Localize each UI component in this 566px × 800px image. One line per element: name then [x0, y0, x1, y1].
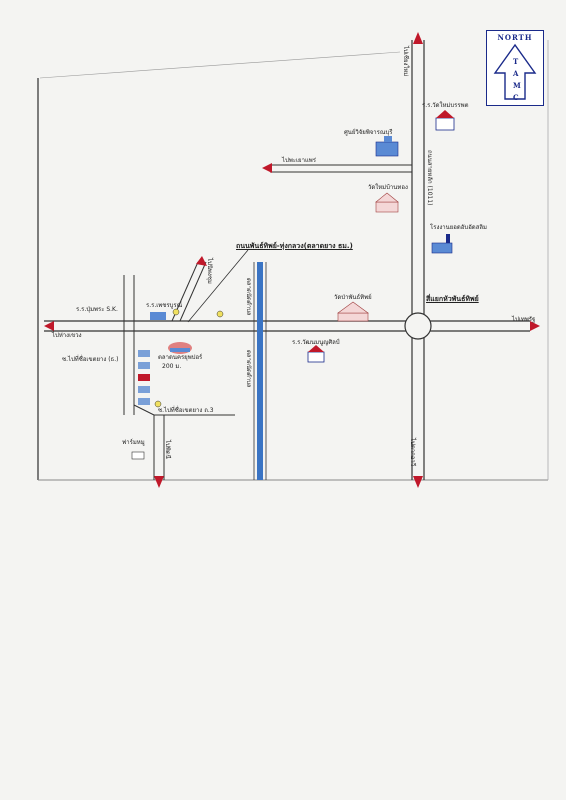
- label-side2: ซ.ไปที่ซื่อเขตยาง ถ.3: [158, 407, 214, 414]
- label-factory: โรงงานยอดอับอัดสลิม: [430, 224, 487, 231]
- bottom-shop-icon: [131, 451, 145, 460]
- title-pointer: [187, 249, 249, 323]
- border-top: [39, 51, 401, 79]
- arrow-right-icon: [530, 321, 540, 331]
- arrow-phrae-icon: [262, 163, 272, 173]
- label-side1: ซ.ไปที่ซื่อเขตยาง (ธ.): [62, 356, 119, 363]
- arrow-south-small-icon: [154, 476, 164, 488]
- label-road-right: ไปเทพรัฐ: [512, 316, 536, 323]
- north-letter-2: A: [513, 69, 519, 78]
- north-arrow-icon: [493, 43, 537, 100]
- label-school-road: ร.ร.วัฒนมนูญศิลป์: [292, 339, 340, 346]
- label-road-up-small: ไปนิพงชุม: [206, 258, 213, 284]
- arrow-south-main-icon: [413, 476, 423, 488]
- diag-road-2: [179, 261, 207, 322]
- company-icon: [168, 342, 192, 354]
- arrow-left-icon: [44, 321, 54, 331]
- north-letter-1: T: [513, 57, 519, 66]
- north-letter-4: C: [513, 93, 519, 102]
- label-school-left2: ร.ร.เพชรบูรณ์: [146, 302, 183, 309]
- house-row-icons: [138, 350, 150, 405]
- label-market-top: ตลาดนัดตำบล: [245, 278, 252, 316]
- canal: [257, 262, 263, 480]
- label-road-title: ถนนพันธ์ทิพย์-ทุ่งกลวง(ตลาดยาง ธม.): [236, 242, 353, 250]
- marker-3: [154, 400, 162, 408]
- label-hospital: ศูนย์วิจัยพิจารณบุรี: [344, 129, 393, 136]
- label-road-phrae: ไปพะเยาแพร่: [282, 157, 316, 164]
- hospital-icon: [375, 136, 399, 157]
- label-road-north: ไปเชียงใหม่: [402, 46, 409, 77]
- marker-1: [172, 308, 180, 316]
- north-letter-3: M: [513, 81, 521, 90]
- roundabout: [404, 312, 432, 340]
- label-temple-road: วัดป่าพันธ์ทิพย์: [334, 294, 372, 301]
- label-highway: ถนนสายหลัก (1011): [426, 150, 433, 206]
- label-market-bottom: ตลาดนัดตำบล: [245, 350, 252, 388]
- north-title: NORTH: [497, 33, 533, 42]
- label-distance: 200 ม.: [162, 363, 182, 370]
- label-junction: สี่แยกหัวพันธ์ทิพย์: [426, 295, 479, 303]
- school-road-icon: [307, 345, 325, 363]
- north-indicator: NORTH T A M C: [486, 30, 544, 106]
- marker-2: [216, 310, 224, 318]
- factory-icon: [431, 234, 453, 254]
- label-school-left1: ร.ร.ปุ่มพระ S.K.: [76, 306, 118, 313]
- school-left-icon: [150, 312, 166, 320]
- arrow-up-small-icon: [196, 256, 207, 266]
- label-school-top: ร.ร.วัดใหม่บรรพต: [422, 102, 469, 109]
- label-temple-mid: วัดใหม่บ้านทอง: [368, 184, 408, 191]
- temple-mid-icon: [375, 192, 399, 213]
- label-road-south-main: ไปตากอาวี: [409, 438, 416, 467]
- temple-road-icon: [337, 301, 369, 322]
- label-road-left: ไปห่างเขวง: [52, 332, 82, 339]
- school-top-icon: [435, 110, 455, 131]
- lower-road2: [133, 404, 155, 416]
- label-bottom-shop: ฟาร์มหมู: [122, 439, 145, 446]
- label-road-south-small: ไปพิดนี: [164, 440, 171, 459]
- label-company: ตลาดนครยุพปอร์: [158, 354, 203, 361]
- arrow-north-icon: [413, 32, 423, 44]
